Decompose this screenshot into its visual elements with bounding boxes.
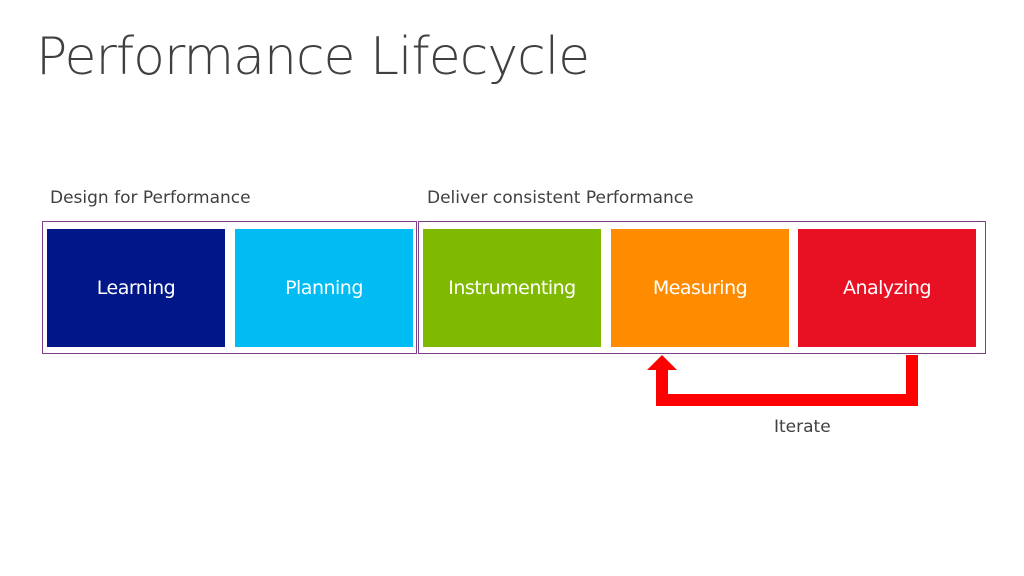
stage-planning: Planning [235,229,413,347]
page-title: Performance Lifecycle [36,27,590,87]
group-box-design [42,221,417,354]
stage-analyzing-label: Analyzing [842,277,932,299]
stage-instrumenting: Instrumenting [423,229,601,347]
stage-analyzing: Analyzing [798,229,976,347]
stage-instrumenting-label: Instrumenting [448,277,576,299]
group-label-deliver: Deliver consistent Performance [427,188,694,208]
stage-learning-label: Learning [96,277,176,299]
stage-planning-label: Planning [285,277,363,299]
iterate-label: Iterate [774,417,831,437]
stage-measuring: Measuring [611,229,789,347]
group-box-deliver [418,221,986,354]
group-label-design: Design for Performance [50,188,251,208]
iterate-arrow-icon [647,355,918,406]
stage-measuring-label: Measuring [652,277,748,299]
stage-learning: Learning [47,229,225,347]
